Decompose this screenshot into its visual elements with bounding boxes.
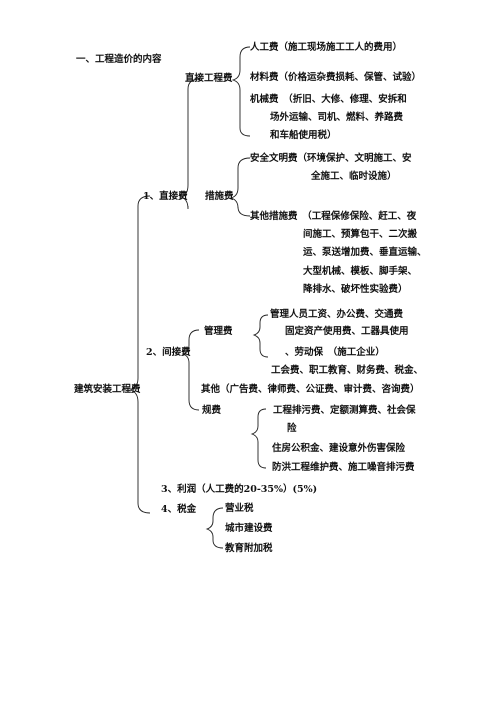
direct-item-material: 材料费（价格运杂费损耗、保管、试验） (250, 72, 422, 83)
indirect-other-line: 其他（广告费、律师费、公证费、审计费、咨询费） (201, 384, 420, 395)
direct-item-labor: 人工费（施工现场施工工人的费用） (250, 42, 403, 53)
fees-brace (250, 408, 267, 469)
direct-item-machinery-3: 和车船使用税） (270, 130, 337, 141)
measures-other-5: 降排水、破坏性实验费） (303, 284, 408, 295)
management-label: 管理费 (204, 326, 233, 337)
root-brace (129, 195, 151, 514)
fees-line-4: 防洪工程维护费、施工噪音排污费 (272, 462, 415, 473)
section-heading: 一、工程造价的内容 (76, 54, 162, 65)
measures-label: 措施费 (205, 191, 234, 202)
direct-cost-label: 1、直接费 (143, 191, 188, 202)
indirect-cost-label: 2、间接费 (146, 347, 191, 358)
measures-safety-2: 全施工、临时设施） (311, 171, 397, 182)
tax-item-business: 营业税 (225, 503, 254, 514)
measures-other-3: 运、泵送增加费、垂直运输、 (303, 247, 427, 258)
tax-brace (205, 507, 224, 549)
indirect-brace (181, 329, 200, 411)
management-brace (252, 314, 269, 358)
direct-item-machinery-1: 机械费 （折旧、大修、修理、安拆和 (250, 94, 407, 105)
fees-line-2: 险 (287, 423, 297, 434)
management-line-4: 工会费、职工教育、财务费、税金、 (271, 365, 424, 376)
fees-line-3: 住房公积金、建设意外伤害保险 (272, 443, 406, 454)
direct-brace (179, 78, 201, 210)
measures-other-4: 大型机械、模板、脚手架、 (303, 266, 418, 277)
fees-line-1: 工程排污费、定额测算费、社会保 (273, 405, 416, 416)
root-label: 建筑安装工程费 (74, 384, 141, 395)
direct-engineering-label: 直接工程费 (185, 73, 233, 84)
measures-safety-1: 安全文明费（环境保护、文明施工、安 (250, 153, 412, 164)
management-line-1: 管理人员工资、办公费、交通费 (270, 309, 404, 320)
fees-label: 规费 (202, 405, 222, 416)
tax-item-education: 教育附加税 (225, 543, 273, 554)
tax-item-urban: 城市建设费 (225, 523, 273, 534)
management-line-2: 固定资产使用费、工器具使用 (285, 326, 409, 337)
measures-brace (229, 157, 251, 217)
tax-label: 4、税金 (161, 504, 197, 515)
direct-engineering-brace (231, 46, 251, 137)
management-line-3: 、劳动保 （施工企业） (285, 347, 385, 358)
direct-item-machinery-2: 场外运输、司机、燃料、养路费 (270, 112, 404, 123)
profit-line: 3、利润（人工费的20-35%）(5%) (161, 484, 318, 495)
measures-other-2: 间施工、预算包干、二次搬 (303, 229, 418, 240)
measures-other-1: 其他措施费 （工程保修保险、赶工、夜 (250, 211, 417, 222)
